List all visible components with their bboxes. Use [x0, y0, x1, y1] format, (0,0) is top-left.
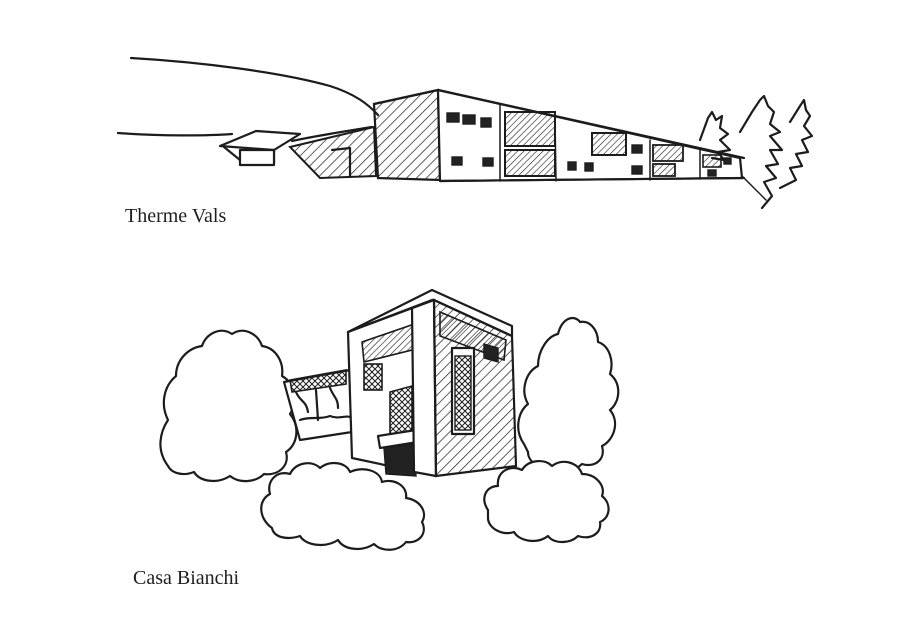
hill-line-upper — [129, 56, 380, 117]
tower-front-pillar — [410, 298, 438, 478]
tower-right-face — [346, 288, 518, 478]
bush-front-right — [483, 460, 610, 544]
hill-line-lower — [116, 131, 234, 137]
facade-windows — [446, 111, 732, 177]
rear-pergola — [282, 368, 354, 442]
bush-left — [159, 329, 298, 483]
front-pavilion — [218, 129, 302, 167]
bush-right — [517, 316, 620, 473]
therme-vals-sketch — [116, 56, 814, 210]
hill-line-middle — [290, 125, 374, 143]
bush-front-left — [260, 462, 426, 551]
main-block-end-wall — [372, 88, 444, 182]
casa-bianchi-sketch — [159, 288, 620, 551]
entrance-wedge — [288, 125, 378, 180]
caption-casa-bianchi: Casa Bianchi — [133, 567, 240, 589]
caption-therme-vals: Therme Vals — [125, 205, 227, 227]
conifer-trees — [698, 94, 814, 210]
